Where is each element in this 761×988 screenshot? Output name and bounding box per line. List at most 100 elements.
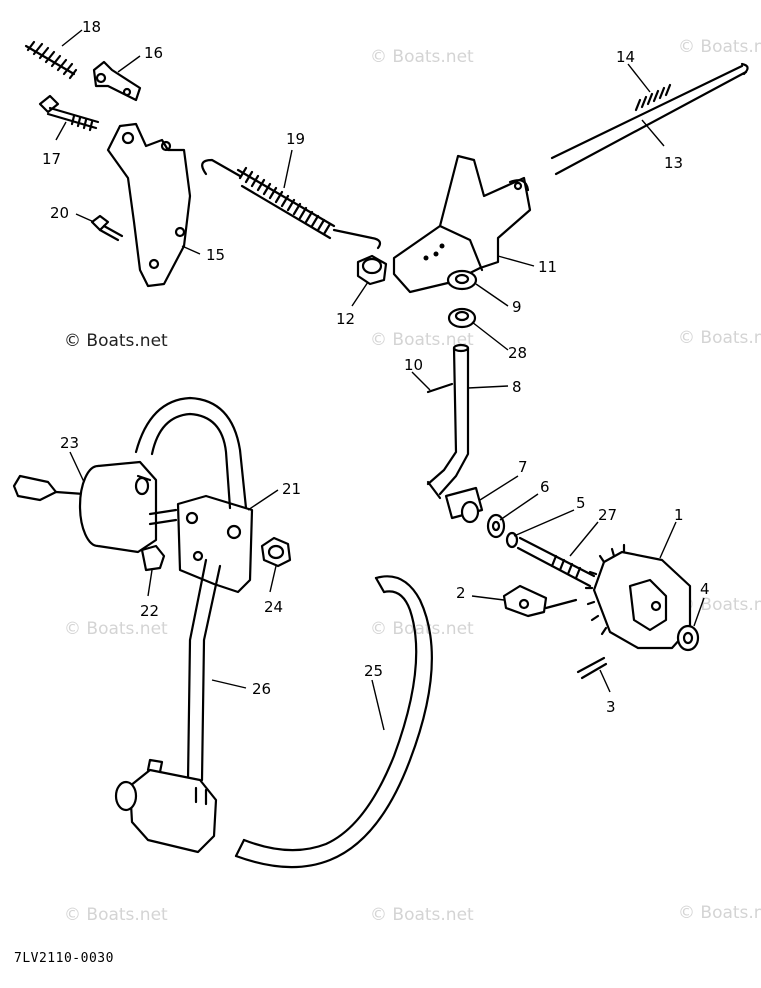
leader-2 bbox=[471, 595, 505, 601]
part-9-washer bbox=[446, 269, 478, 291]
leader-7 bbox=[479, 475, 519, 501]
watermark-2: © Boats.net bbox=[678, 37, 761, 57]
watermark-1: © Boats.net bbox=[370, 47, 474, 67]
leader-20 bbox=[75, 213, 95, 223]
part-7-collar bbox=[444, 486, 484, 524]
callout-24: 24 bbox=[264, 598, 283, 616]
part-25-hose bbox=[234, 575, 433, 869]
part-18-spring bbox=[24, 40, 78, 80]
callout-25: 25 bbox=[364, 662, 383, 680]
callout-27: 27 bbox=[598, 506, 617, 524]
watermark-11: © Boats.net bbox=[678, 903, 761, 923]
leader-8 bbox=[467, 385, 509, 389]
leader-21 bbox=[247, 489, 279, 511]
callout-2: 2 bbox=[456, 584, 466, 602]
part-1-gear bbox=[584, 543, 692, 650]
part-6-washer bbox=[486, 513, 506, 539]
callout-6: 6 bbox=[540, 478, 550, 496]
callout-8: 8 bbox=[512, 378, 522, 396]
watermark-3: © Boats.net bbox=[64, 331, 168, 351]
leader-25 bbox=[371, 679, 385, 731]
callout-22: 22 bbox=[140, 602, 159, 620]
leader-22 bbox=[147, 569, 153, 597]
leader-23 bbox=[69, 451, 85, 483]
leader-16 bbox=[117, 55, 141, 73]
watermark-4: © Boats.net bbox=[370, 330, 474, 350]
valve-bottom bbox=[114, 758, 218, 854]
callout-23: 23 bbox=[60, 434, 79, 452]
leader-24 bbox=[269, 565, 277, 593]
watermark-7: © Boats.net bbox=[370, 619, 474, 639]
callout-9: 9 bbox=[512, 298, 522, 316]
leader-15 bbox=[181, 245, 201, 255]
leader-26 bbox=[211, 679, 247, 689]
watermark-6: © Boats.net bbox=[64, 619, 168, 639]
leader-17 bbox=[55, 121, 67, 141]
part-16-link bbox=[92, 60, 142, 102]
part-2-clip bbox=[502, 584, 578, 618]
watermark-10: © Boats.net bbox=[370, 905, 474, 925]
callout-4: 4 bbox=[700, 580, 710, 598]
callout-15: 15 bbox=[206, 246, 225, 264]
callout-13: 13 bbox=[664, 154, 683, 172]
leader-19 bbox=[283, 149, 293, 189]
part-3-pin bbox=[576, 656, 608, 680]
part-17-bolt bbox=[38, 94, 100, 132]
part-20-bolt bbox=[90, 214, 124, 242]
callout-3: 3 bbox=[606, 698, 616, 716]
leader-3 bbox=[599, 669, 611, 693]
part-28-bushing bbox=[447, 307, 477, 329]
leader-6 bbox=[499, 493, 539, 521]
leader-5 bbox=[513, 509, 575, 537]
part-19-spring bbox=[201, 158, 382, 250]
part-26-hose bbox=[186, 558, 222, 782]
leader-14 bbox=[627, 63, 651, 93]
part-8-shaft bbox=[426, 343, 470, 500]
leader-4 bbox=[693, 597, 705, 627]
part-23-diaphragm bbox=[12, 460, 178, 554]
part-13-14-rod bbox=[550, 62, 749, 176]
watermark-8: © Boats.net bbox=[678, 595, 761, 615]
callout-28: 28 bbox=[508, 344, 527, 362]
watermark-9: © Boats.net bbox=[64, 905, 168, 925]
callout-14: 14 bbox=[616, 48, 635, 66]
callout-5: 5 bbox=[576, 494, 586, 512]
callouts: 18 16 17 20 15 19 14 13 11 12 9 28 10 8 … bbox=[42, 18, 710, 716]
callout-18: 18 bbox=[82, 18, 101, 36]
hose-upper bbox=[134, 396, 248, 510]
leader-10 bbox=[411, 371, 431, 391]
part-10-pin bbox=[426, 382, 454, 394]
callout-26: 26 bbox=[252, 680, 271, 698]
callout-20: 20 bbox=[50, 204, 69, 222]
part-15-bracket bbox=[106, 122, 192, 288]
leader-12 bbox=[351, 281, 369, 307]
leader-lines bbox=[55, 29, 705, 731]
callout-16: 16 bbox=[144, 44, 163, 62]
callout-11: 11 bbox=[538, 258, 557, 276]
leader-28 bbox=[471, 321, 509, 351]
diagram-code: 7LV2110-0030 bbox=[14, 951, 114, 966]
watermark-5: © Boats.net bbox=[678, 328, 761, 348]
part-11-bracket bbox=[392, 154, 532, 294]
callout-7: 7 bbox=[518, 458, 528, 476]
callout-10: 10 bbox=[404, 356, 423, 374]
part-21-bracket bbox=[176, 494, 254, 594]
leader-9 bbox=[475, 283, 509, 307]
callout-17: 17 bbox=[42, 150, 61, 168]
leader-27 bbox=[569, 521, 599, 557]
callout-19: 19 bbox=[286, 130, 305, 148]
watermarks: © Boats.net © Boats.net © Boats.net © Bo… bbox=[64, 37, 761, 925]
leader-13 bbox=[641, 119, 665, 147]
callout-12: 12 bbox=[336, 310, 355, 328]
leader-11 bbox=[497, 255, 535, 267]
part-12-collar bbox=[356, 254, 388, 286]
leader-1 bbox=[659, 521, 677, 559]
part-24-nut bbox=[260, 536, 292, 568]
part-27-shaft bbox=[516, 536, 596, 588]
leader-18 bbox=[61, 29, 83, 47]
part-22-fitting bbox=[140, 544, 166, 572]
part-4-washer bbox=[676, 624, 700, 652]
callout-1: 1 bbox=[674, 506, 684, 524]
callout-21: 21 bbox=[282, 480, 301, 498]
